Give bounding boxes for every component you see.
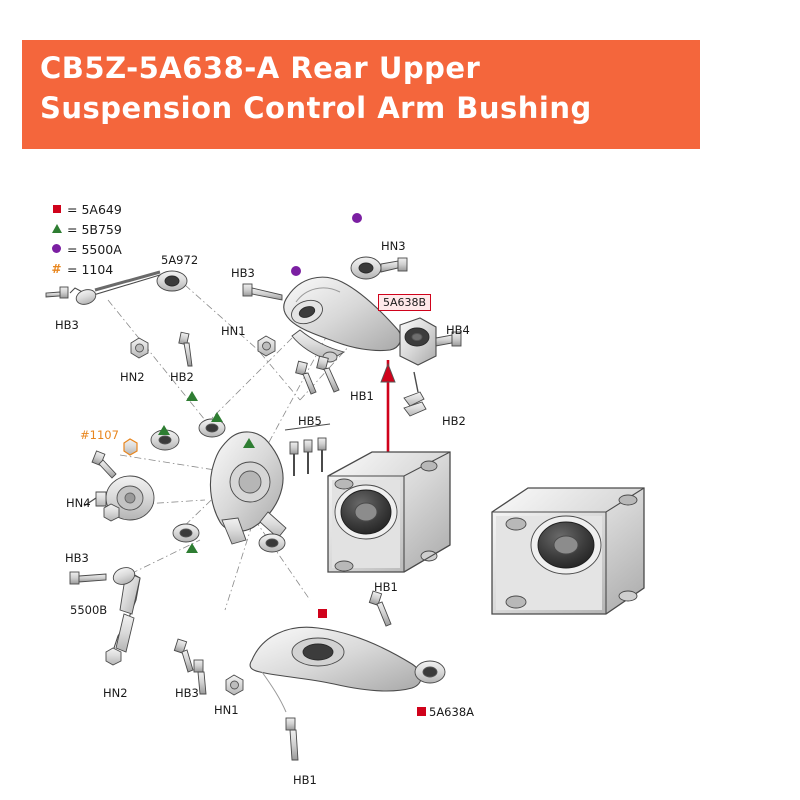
label-hn2-upper: HN2 xyxy=(120,370,145,384)
marker-5a649-arm xyxy=(318,609,327,618)
marker-5500a-arm xyxy=(291,266,301,276)
label-hn2-lower: HN2 xyxy=(103,686,128,700)
label-hn3: HN3 xyxy=(381,239,406,253)
label-hb1-right: HB1 xyxy=(374,580,398,594)
label-hb2-mid: HB2 xyxy=(442,414,466,428)
square-icon xyxy=(50,203,63,216)
legend-item-label: = 5B759 xyxy=(67,222,122,237)
title-banner xyxy=(22,40,700,149)
legend-item-5a649: = 5A649 xyxy=(50,200,180,220)
label-hb3-lower-left: HB3 xyxy=(65,551,89,565)
label-5a638a: 5A638A xyxy=(429,705,475,719)
label-hb1-upper: HB1 xyxy=(350,389,374,403)
marker-5b759-d xyxy=(243,438,255,448)
label-hb2-upper: HB2 xyxy=(170,370,194,384)
label-hb1-bottom: HB1 xyxy=(293,773,317,787)
label-5a638b-highlight: 5A638B xyxy=(378,294,432,311)
marker-5500a-hn3 xyxy=(352,213,362,223)
label-5500b: 5500B xyxy=(70,603,108,617)
label-hb3-bottom: HB3 xyxy=(175,686,199,700)
marker-5b759-e xyxy=(186,543,198,553)
hash-icon: # xyxy=(51,262,62,276)
legend: = 5A649 = 5B759 = 5500A # = 1104 xyxy=(50,200,180,280)
page-title: CB5Z-5A638-A Rear Upper Suspension Contr… xyxy=(40,51,592,125)
marker-5b759-a xyxy=(186,391,198,401)
label-hn1-lower: HN1 xyxy=(214,703,239,717)
legend-item-1104: # = 1104 xyxy=(50,260,180,280)
label-hb5: HB5 xyxy=(298,414,322,428)
marker-5b759-c xyxy=(211,412,223,422)
marker-5b759-b xyxy=(158,425,170,435)
circle-icon xyxy=(50,243,63,256)
label-hn1-upper: HN1 xyxy=(221,324,246,338)
label-1107: #1107 xyxy=(80,428,119,442)
label-hb3-top: HB3 xyxy=(231,266,255,280)
label-hb3-left: HB3 xyxy=(55,318,79,332)
label-hb4: HB4 xyxy=(446,323,470,337)
label-5a972: 5A972 xyxy=(161,253,199,267)
triangle-icon xyxy=(50,223,63,236)
legend-item-5500a: = 5500A xyxy=(50,240,180,260)
marker-5a649-lower xyxy=(417,707,426,716)
legend-item-label: = 1104 xyxy=(67,262,114,277)
legend-item-label: = 5A649 xyxy=(67,202,122,217)
legend-item-label: = 5500A xyxy=(67,242,122,257)
legend-item-5b759: = 5B759 xyxy=(50,220,180,240)
label-hn4: HN4 xyxy=(66,496,91,510)
